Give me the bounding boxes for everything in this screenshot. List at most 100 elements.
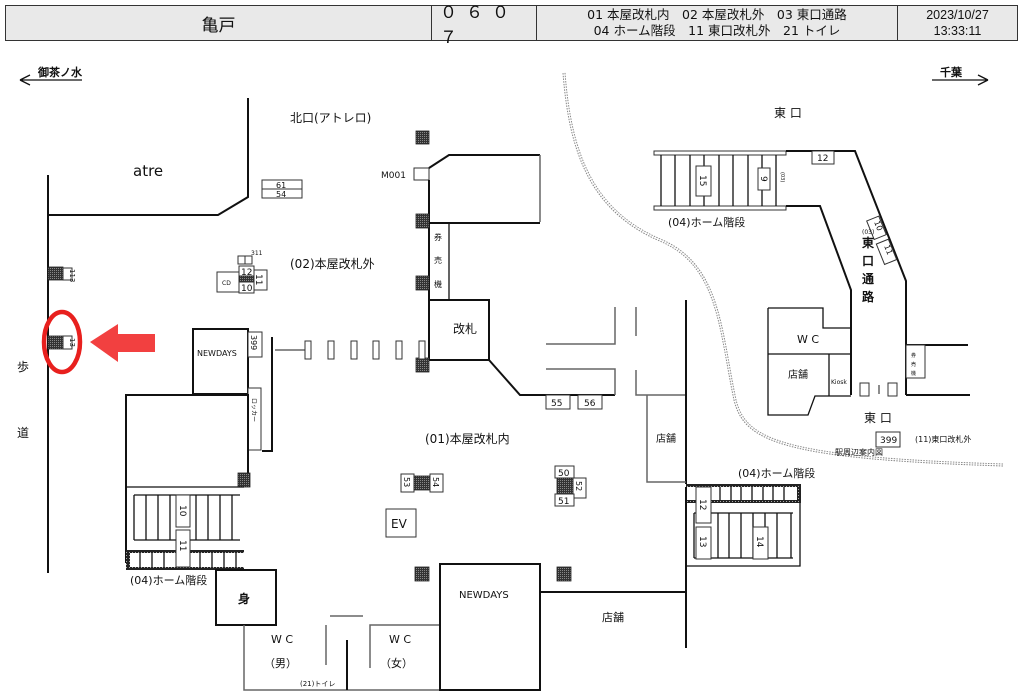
east-passage-code: (03) [862,229,874,236]
cluster-box [237,255,246,265]
shop-2-label: 店舗 [788,368,808,381]
camera-number-10-stairs: 10 [177,505,187,517]
map-shape [175,494,191,528]
camera-icon [415,275,430,291]
camera-icon [238,275,255,283]
camera-number-box [62,335,73,350]
map-shape [875,431,901,448]
map-shape [243,625,440,691]
map-shape [719,487,785,500]
map-shape [253,269,268,291]
east-passage-char: 通 [862,271,874,286]
accessible-toilet-label: 身 [238,591,250,606]
sidewalk-char-2: 道 [17,426,29,440]
east-outside-label: (11)東口改札外 [915,434,971,444]
map-shape [572,477,587,499]
platform-stairs-east-bottom: 12 13 14 [686,484,801,567]
wc-women-sub: （女） [380,656,413,670]
date-text: 2023/10/27 [926,8,989,22]
ticket-gate-box [428,299,490,361]
arrow-left-icon [19,74,82,86]
camera-number-50: 50 [558,469,570,479]
newdays-1-box [192,328,249,395]
platform-stairs-east-bottom-label: (04)ホーム階段 [738,466,815,480]
camera-icon [47,335,64,350]
ticket-machine-char: 機 [434,279,442,289]
newdays-2-label: NEWDAYS [459,590,509,601]
direction-right: 千葉 [932,65,989,86]
camera-number-61: 61 [276,181,286,190]
camera-icon [556,477,574,495]
direction-left: 御茶ノ水 [19,65,83,86]
camera-number-54b: 54 [431,477,440,487]
map-shape [126,550,130,570]
camera-number-11: 11 [253,274,263,285]
gate-stall [859,382,870,397]
wc-men-sub: （男） [264,657,297,670]
camera-number-399-east: 399 [880,436,897,446]
station-name: 亀戸 [6,6,432,40]
wc-east-label: W C [797,333,819,346]
map-shape [247,331,263,358]
camera-number-10: 10 [241,284,253,294]
map-shape [577,394,603,410]
camera-number-12: 12 [241,268,252,278]
map-shape [327,340,335,360]
cluster-box [244,255,253,265]
camera-number-14: 14 [754,536,764,548]
toilet-area-label: (21)トイレ [300,680,335,688]
map-shape [767,308,851,416]
map-shape [653,205,787,211]
map-shape [372,340,380,360]
east-ticket-machine-char: 券 [911,352,916,359]
area-map-label: 駅周辺案内図 [835,447,883,457]
east-passage-char: 口 [862,254,874,268]
camera-number-113: 113 [68,269,76,282]
east-exit-top-label: 東 口 [774,106,802,120]
honya-outside-label: (02)本屋改札外 [290,257,375,271]
legend-line-2: 04 ホーム階段 11 東口改札外 21 トイレ [593,23,841,38]
platform-stairs-left: 10 11 [126,494,244,570]
map-shape [768,307,851,329]
atre-label: atre [133,162,163,180]
wc-men-label: W C [271,633,293,646]
camera-number-51: 51 [558,497,569,507]
map-shape [695,165,712,197]
map-shape [797,484,801,503]
cd-label: CD [222,280,231,287]
camera-number-03: (03) [779,172,785,182]
camera-number-55: 55 [551,399,562,409]
platform-stairs-left-label: (04)ホーム階段 [130,573,207,587]
camera-number-53: 53 [402,477,411,487]
gate-stall [887,382,898,397]
ticket-gate-stalls [304,340,426,360]
camera-icon [414,566,430,582]
map-shape [304,340,312,360]
accessible-toilet [215,569,277,626]
camera-number-54: 54 [276,190,286,199]
left-block [125,394,249,563]
camera-number-52: 52 [574,481,583,491]
platform-stairs-east-label: (04)ホーム階段 [668,215,745,229]
map-shape [488,359,615,396]
map-shape [686,484,801,487]
map-shape [395,340,403,360]
map-shape [428,154,540,169]
camera-number-13-target: 13 [68,338,76,347]
map-shape [546,307,616,345]
railway-track-inner [563,72,1004,466]
camera-number-311: 311 [251,250,263,257]
map-shape [369,624,440,668]
camera-number-10-east: 10 [872,219,884,232]
camera-number-box [62,267,73,281]
map-shape [126,567,244,570]
east-passage-char: 路 [862,289,875,304]
map-shape [418,340,426,360]
ticket-machine-char: 売 [434,255,442,265]
atre-wall [48,98,249,216]
m001-box [413,167,430,181]
map-shape [653,150,787,156]
header-bar: 亀戸 ０６０７ 01 本屋改札内 02 本屋改札外 03 東口通路 04 ホーム… [5,3,1018,48]
camera-number-box [261,188,303,199]
